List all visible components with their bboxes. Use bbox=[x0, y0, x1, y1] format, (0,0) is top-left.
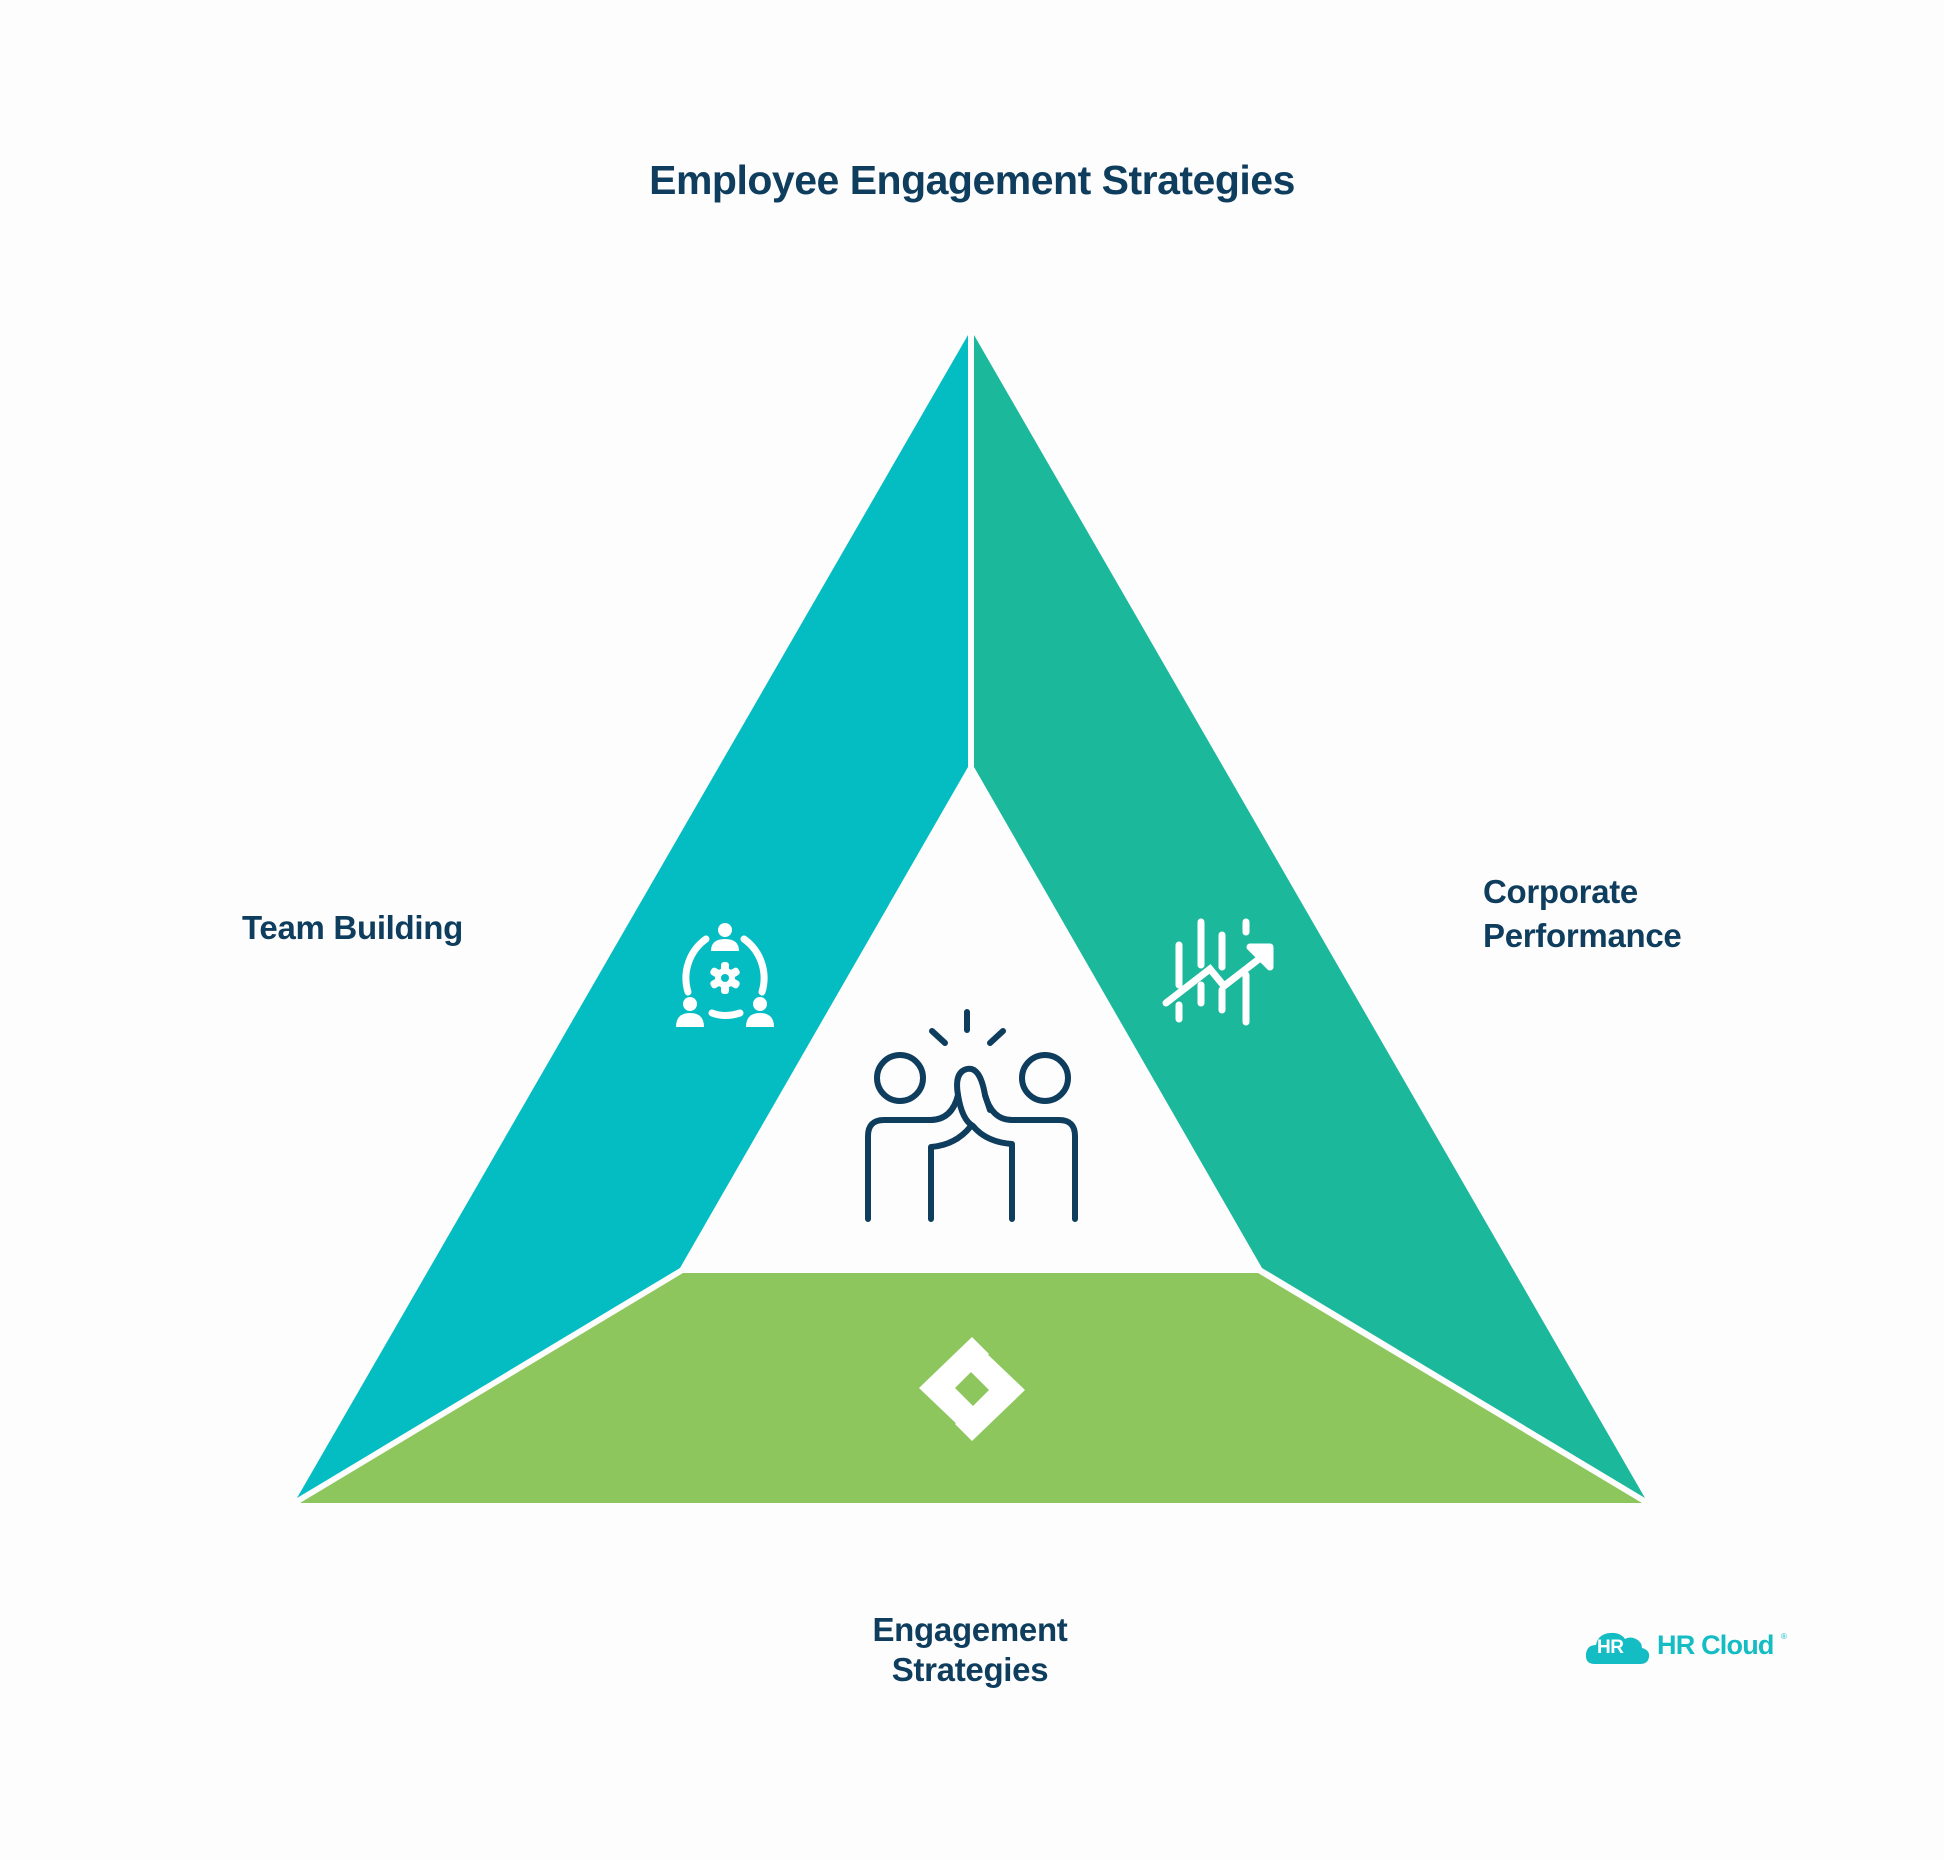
cloud-icon bbox=[1585, 1632, 1650, 1664]
label-engagement-strategies-line-1: Engagement bbox=[872, 1611, 1068, 1648]
label-team-building: Team Building bbox=[242, 906, 463, 950]
strategy-diamond-icon bbox=[919, 1337, 1025, 1441]
label-engagement-strategies: Engagement Strategies bbox=[770, 1610, 1170, 1690]
high-five-icon bbox=[865, 1009, 1078, 1222]
segment-engagement-strategies bbox=[300, 1273, 1642, 1503]
segment-corporate-performance bbox=[974, 335, 1645, 1498]
team-gear-icon bbox=[676, 923, 774, 1027]
segment-team-building bbox=[297, 335, 968, 1498]
growth-chart-icon bbox=[1162, 918, 1274, 1026]
label-engagement-strategies-line-2: Strategies bbox=[891, 1651, 1049, 1688]
diagram-title: Employee Engagement Strategies bbox=[649, 157, 1295, 203]
label-team-building-line-1: Team Building bbox=[242, 909, 463, 946]
label-corporate-performance-line-2: Performance bbox=[1483, 917, 1682, 954]
hr-cloud-logo: HR HR Cloud ® bbox=[1585, 1628, 1795, 1668]
registered-mark: ® bbox=[1781, 1632, 1787, 1641]
logo-text: HR Cloud bbox=[1657, 1630, 1774, 1660]
label-corporate-performance: Corporate Performance bbox=[1483, 870, 1682, 958]
logo-badge-text: HR bbox=[1597, 1637, 1624, 1658]
label-corporate-performance-line-1: Corporate bbox=[1483, 873, 1638, 910]
